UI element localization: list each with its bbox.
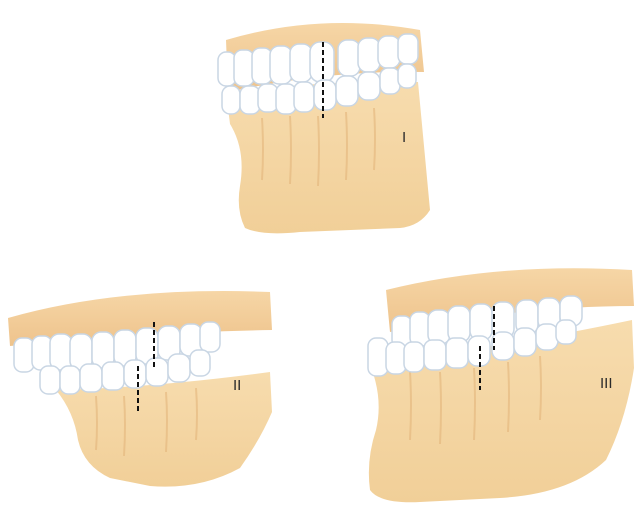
class-label-II: II (233, 377, 241, 394)
class-label-I: I (402, 129, 406, 146)
jaw-panel-class-1: I (218, 23, 430, 233)
jaw-panel-class-3: III (368, 268, 634, 502)
class-label-III: III (600, 375, 613, 392)
jaw-panel-class-2: II (8, 291, 272, 487)
